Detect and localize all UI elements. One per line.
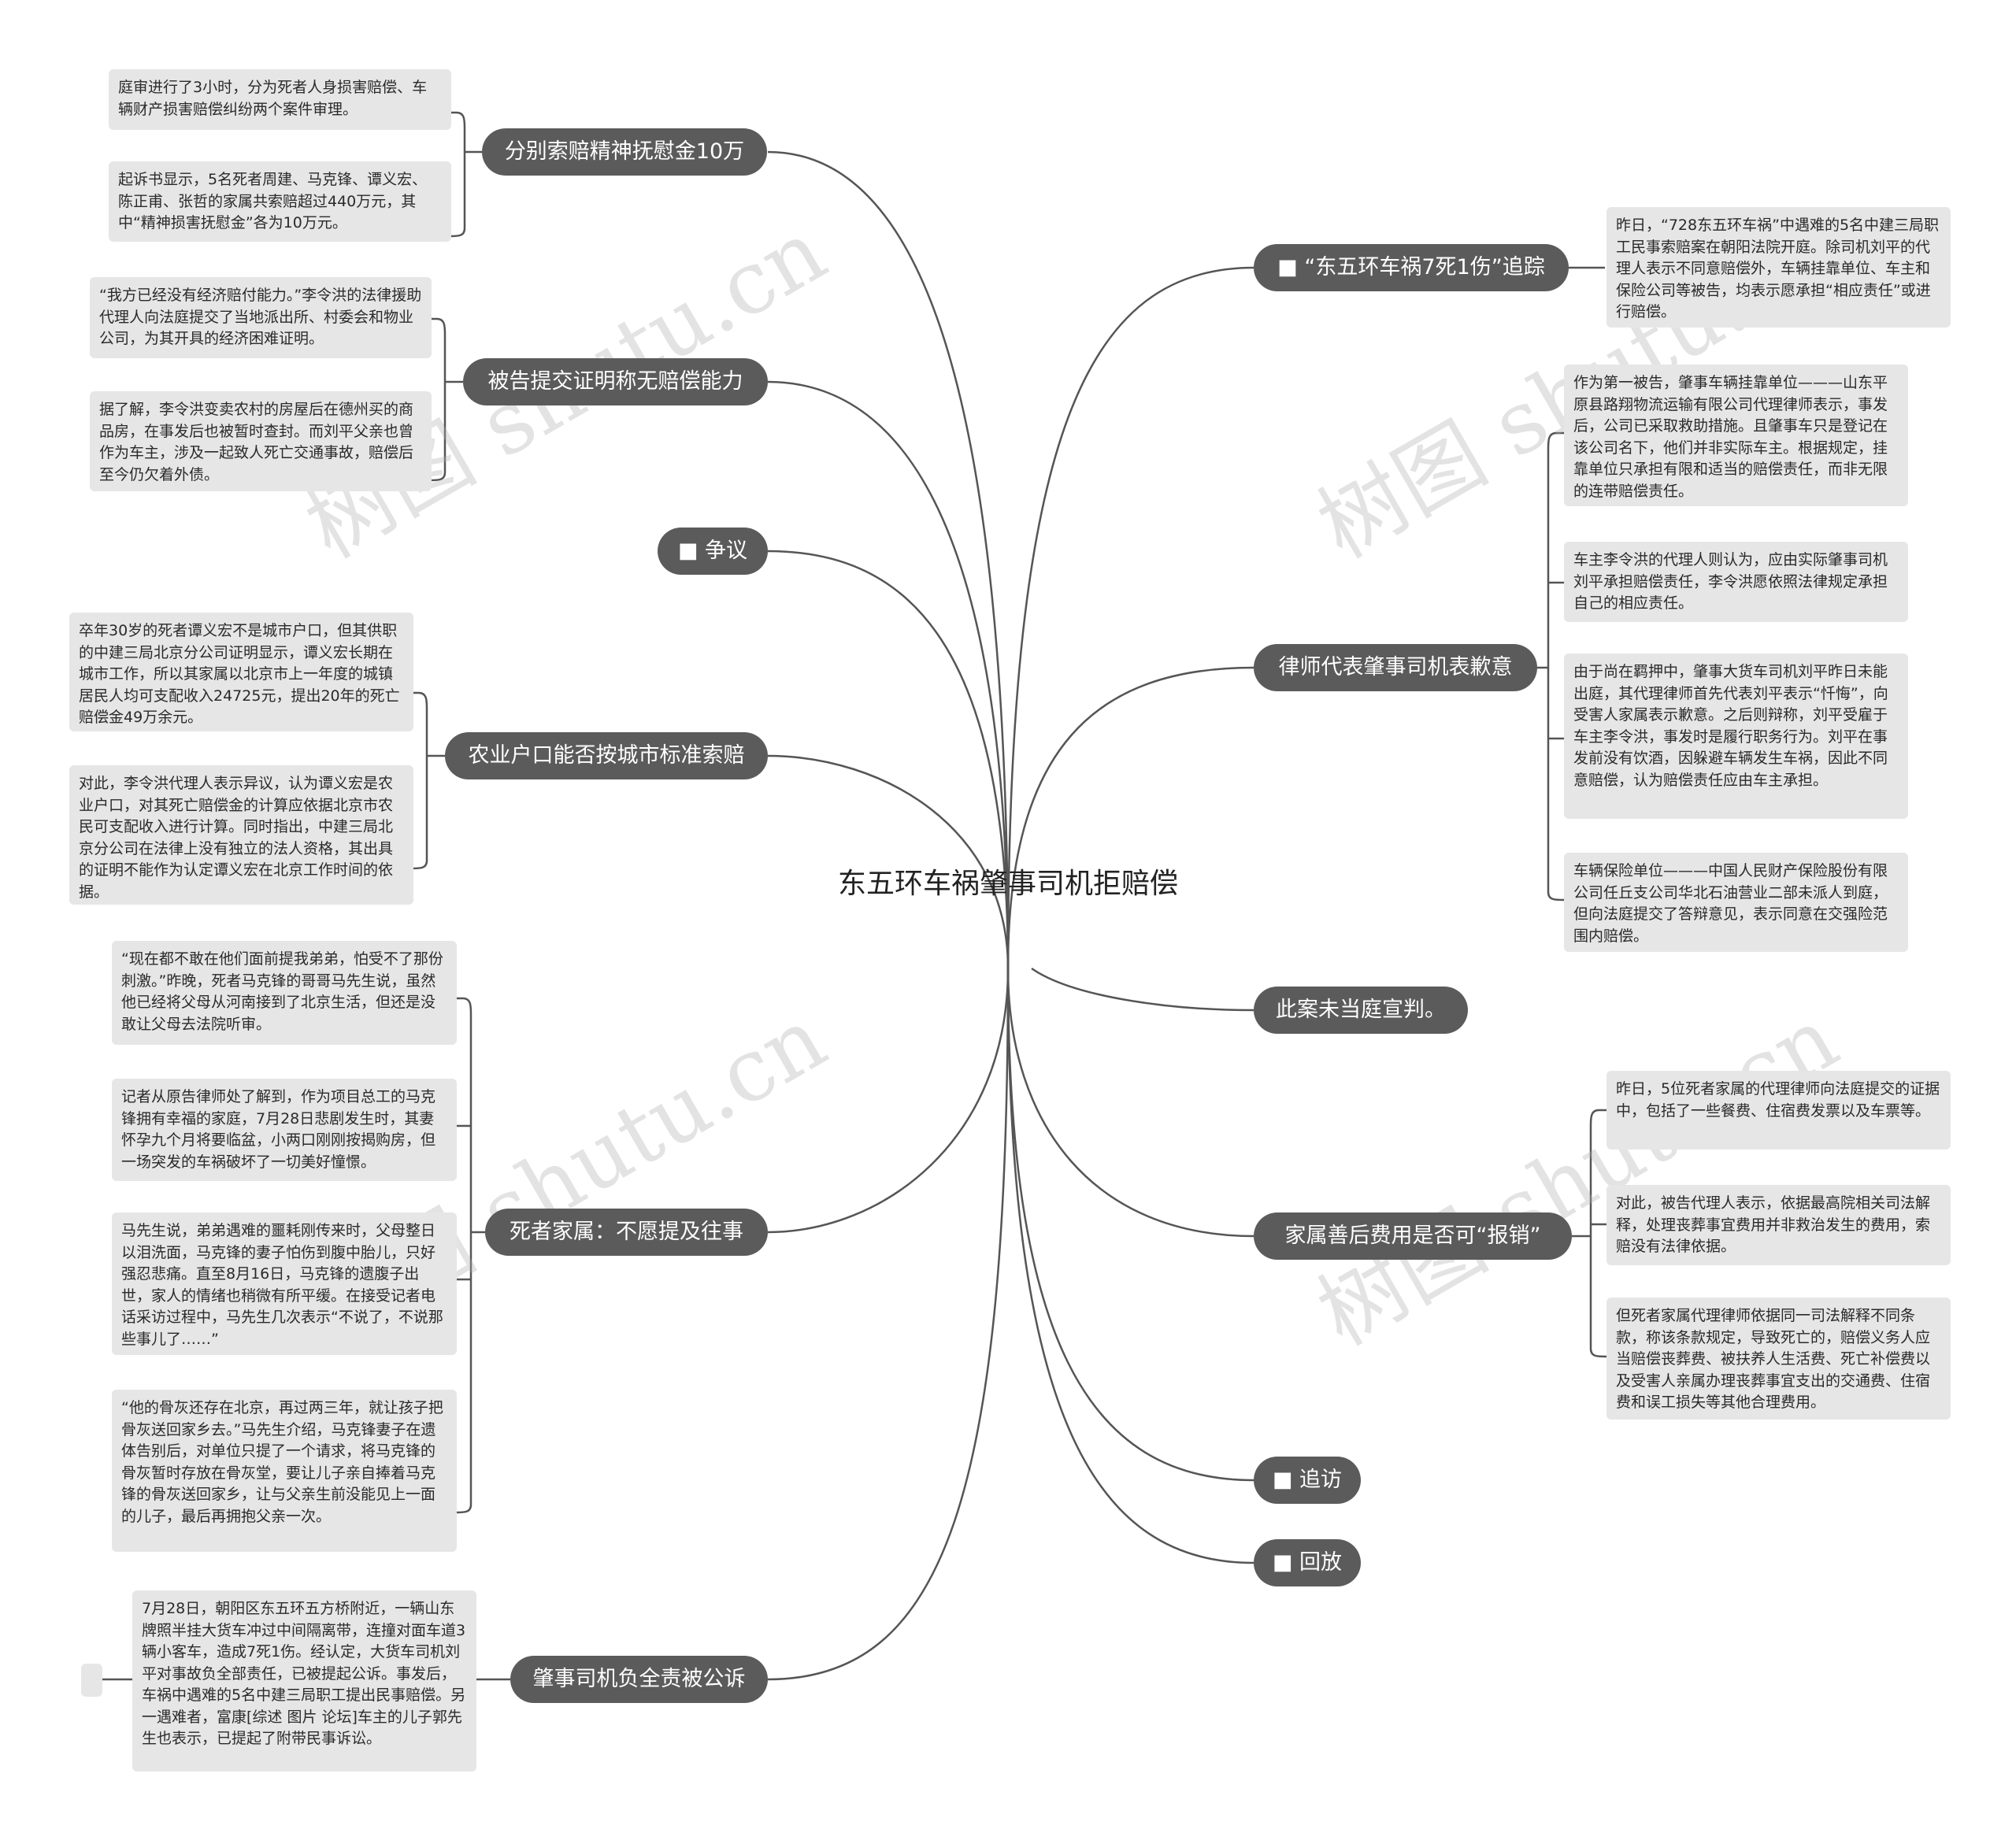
leaf-accident-summary: 7月28日，朝阳区东五环五方桥附近，一辆山东牌照半挂大货车冲过中间隔离带，连撞对… — [132, 1590, 476, 1772]
leaf-insurer: 车辆保险单位———中国人民财产保险股份有限公司任丘支公司华北石油营业二部未派人到… — [1564, 853, 1908, 952]
branch-replay[interactable]: ■ 回放 — [1254, 1539, 1361, 1586]
leaf-ashes: “他的骨灰还存在北京，再过两三年，就让孩子把骨灰送回家乡去。”马先生介绍，马克锋… — [112, 1390, 457, 1552]
leaf-happy-family: 记者从原告律师处了解到，作为项目总工的马克锋拥有幸福的家庭，7月28日悲剧发生时… — [112, 1079, 457, 1181]
branch-victim-family[interactable]: 死者家属：不愿提及往事 — [485, 1209, 768, 1256]
root-topic[interactable]: 东五环车祸肇事司机拒赔偿 — [837, 868, 1178, 900]
branch-driver-prosecuted[interactable]: 肇事司机负全责被公诉 — [510, 1656, 768, 1703]
branch-funeral-expenses[interactable]: 家属善后费用是否可“报销” — [1254, 1212, 1572, 1260]
leaf-receipts-evidence: 昨日，5位死者家属的代理律师向法庭提交的证据中，包括了一些餐费、住宿费发票以及车… — [1606, 1071, 1951, 1150]
leaf-tan-yihong-claim: 卒年30岁的死者谭义宏不是城市户口，但其供职的中建三局北京分公司证明显示，谭义宏… — [69, 613, 413, 731]
leaf-owner-position: 车主李令洪的代理人则认为，应由实际肇事司机刘平承担赔偿责任，李令洪愿依照法律规定… — [1564, 542, 1908, 622]
leaf-plaintiff-argument: 但死者家属代理律师依据同一司法解释不同条款，称该条款规定，导致死亡的，赔偿义务人… — [1606, 1298, 1951, 1420]
leaf-driver-defense: 由于尚在羁押中，肇事大货车司机刘平昨日未能出庭，其代理律师首先代表刘平表示“忏悔… — [1564, 653, 1908, 819]
leaf-indictment-claims: 起诉书显示，5名死者周建、马克锋、谭义宏、陈正甫、张哲的家属共索赔超过440万元… — [109, 161, 451, 242]
leaf-objection: 对此，李令洪代理人表示异议，认为谭义宏是农业户口，对其死亡赔偿金的计算应依据北京… — [69, 765, 413, 905]
branch-lawyer-apology[interactable]: 律师代表肇事司机表歉意 — [1254, 644, 1537, 691]
branch-dispute[interactable]: ■ 争议 — [658, 528, 768, 575]
branch-follow-up[interactable]: ■ 追访 — [1254, 1457, 1361, 1504]
branch-mental-damages[interactable]: 分别索赔精神抚慰金10万 — [482, 128, 767, 176]
leaf-affiliated-company: 作为第一被告，肇事车辆挂靠单位———山东平原县路翔物流运输有限公司代理律师表示，… — [1564, 365, 1908, 506]
leaf-property-sealed: 据了解，李令洪变卖农村的房屋后在德州买的商品房，在事发后也被暂时查封。而刘平父亲… — [90, 391, 432, 491]
leaf-grief: 马先生说，弟弟遇难的噩耗刚传来时，父母整日以泪洗面，马克锋的妻子怕伤到腹中胎儿，… — [112, 1212, 457, 1355]
leaf-defendant-response: 对此，被告代理人表示，依据最高院相关司法解释，处理丧葬事宜费用并非救治发生的费用… — [1606, 1185, 1951, 1265]
leaf-brother-quote: “现在都不敢在他们面前提我弟弟，怕受不了那份刺激。”昨晚，死者马克锋的哥哥马先生… — [112, 941, 457, 1045]
branch-no-verdict[interactable]: 此案未当庭宣判。 — [1254, 987, 1468, 1034]
leaf-trial-opened: 昨日，“728东五环车祸”中遇难的5名中建三局职工民事索赔案在朝阳法院开庭。除司… — [1606, 207, 1951, 328]
branch-tracking[interactable]: ■ “东五环车祸7死1伤”追踪 — [1254, 244, 1569, 291]
collapsed-node-stub[interactable] — [81, 1664, 102, 1697]
branch-rural-hukou[interactable]: 农业户口能否按城市标准索赔 — [445, 732, 768, 779]
leaf-hardship-proof: “我方已经没有经济赔付能力。”李令洪的法律援助代理人向法庭提交了当地派出所、村委… — [90, 277, 432, 358]
leaf-trial-duration: 庭审进行了3小时，分为死者人身损害赔偿、车辆财产损害赔偿纠纷两个案件审理。 — [109, 69, 451, 130]
branch-no-ability-to-pay[interactable]: 被告提交证明称无赔偿能力 — [463, 358, 768, 405]
